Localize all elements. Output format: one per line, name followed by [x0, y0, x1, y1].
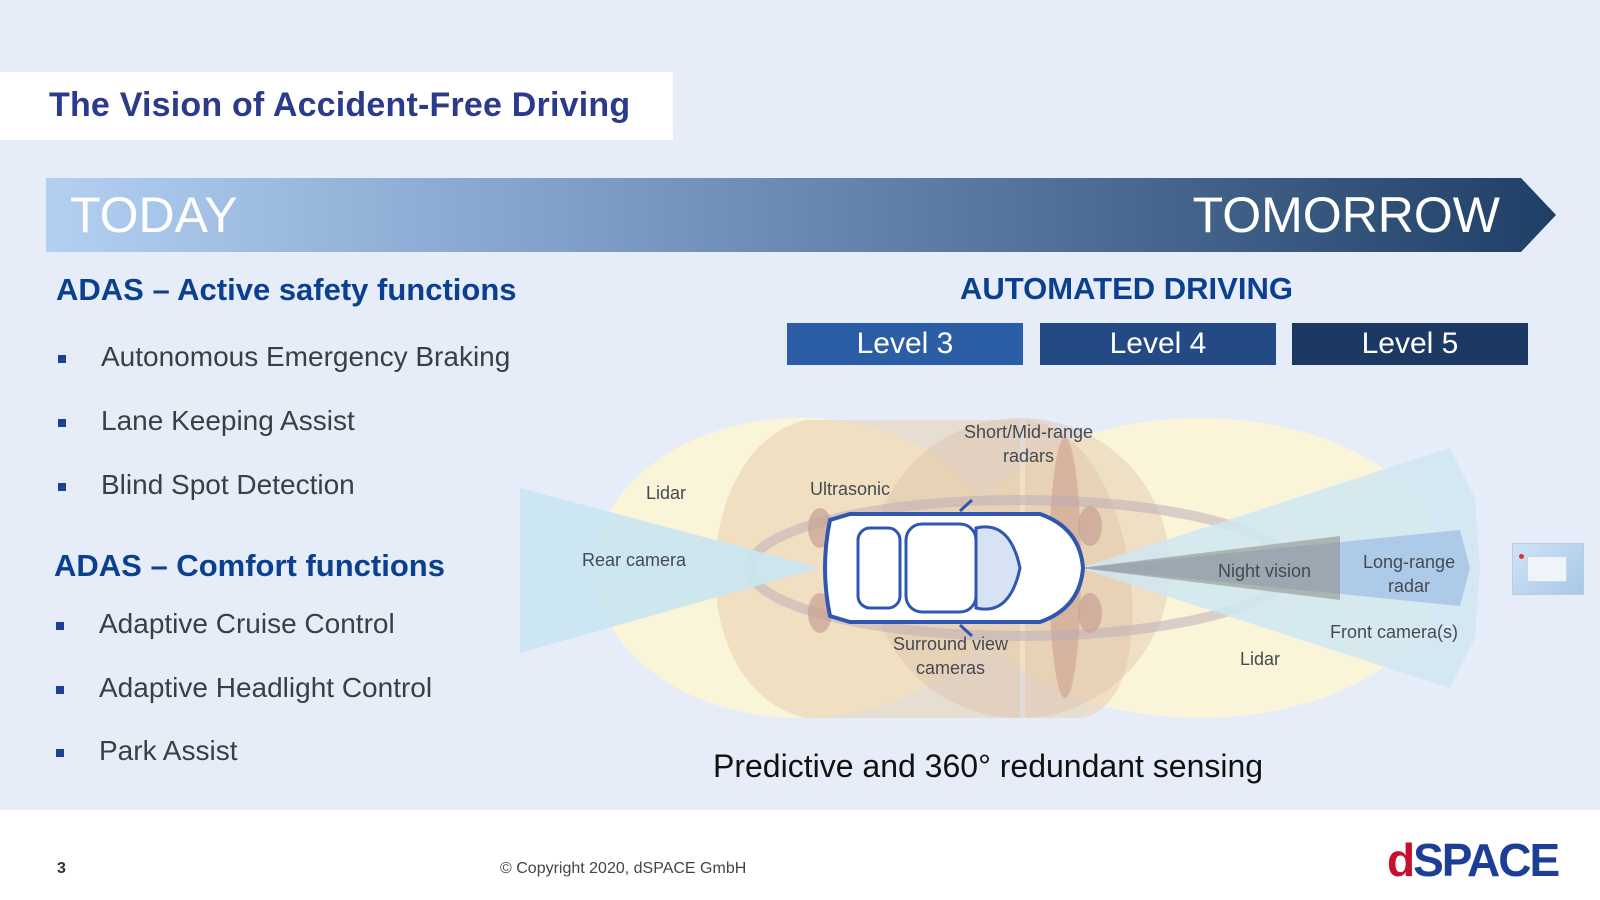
list-item-text: Adaptive Cruise Control: [99, 608, 395, 639]
logo-d: d: [1387, 834, 1415, 886]
page-number: 3: [57, 860, 66, 877]
sensor-coverage-diagram: [520, 418, 1480, 718]
ultrasonic-sensor-icon: [1078, 593, 1102, 633]
night-vision-label: Night vision: [1218, 561, 1312, 581]
road-scene-thumbnail-icon: [1512, 543, 1584, 595]
bullet-square-icon: [58, 483, 66, 491]
list-item-text: Autonomous Emergency Braking: [101, 341, 511, 372]
level-4-box: Level 4: [1040, 323, 1276, 365]
lidar-rear-label: Lidar: [646, 483, 687, 503]
diagram-caption: Predictive and 360° redundant sensing: [713, 748, 1264, 784]
level-3-box: Level 3: [787, 323, 1023, 365]
slide-title: The Vision of Accident-Free Driving: [49, 86, 631, 124]
dspace-logo: dSPACE: [1387, 833, 1560, 887]
ultrasonic-sensor-icon: [1078, 506, 1102, 546]
bullet-square-icon: [58, 419, 66, 427]
today-tomorrow-arrow: [46, 178, 1556, 252]
bullet-square-icon: [56, 686, 64, 694]
rear-camera-label: Rear camera: [582, 550, 687, 570]
list-item-text: Adaptive Headlight Control: [99, 672, 433, 703]
thumbnail-marker-icon: [1519, 554, 1524, 559]
copyright-text: © Copyright 2020, dSPACE GmbH: [500, 860, 747, 877]
bullet-square-icon: [56, 749, 64, 757]
lidar-front-label: Lidar: [1240, 649, 1281, 669]
ultrasonic-label: Ultrasonic: [810, 479, 891, 499]
logo-space: SPACE: [1413, 834, 1560, 886]
adas-safety-heading: ADAS – Active safety functions: [56, 272, 517, 307]
list-item-text: Park Assist: [99, 735, 238, 766]
automated-driving-heading: AUTOMATED DRIVING: [960, 271, 1293, 306]
list-item-text: Blind Spot Detection: [101, 469, 355, 500]
list-item-text: Lane Keeping Assist: [101, 405, 355, 436]
bullet-square-icon: [58, 355, 66, 363]
banner-tomorrow-label: TOMORROW: [1192, 187, 1500, 243]
adas-comfort-heading: ADAS – Comfort functions: [54, 548, 445, 583]
bullet-square-icon: [56, 622, 64, 630]
banner-today-label: TODAY: [70, 187, 238, 243]
front-cameras-label: Front camera(s): [1330, 622, 1459, 642]
car-top-view-icon: [823, 498, 1086, 638]
night-vision-coverage: [1080, 536, 1340, 600]
thumbnail-inner: [1527, 556, 1567, 582]
rear-camera-coverage: [520, 488, 820, 653]
level-5-box: Level 5: [1292, 323, 1528, 365]
title-box: [0, 72, 673, 140]
